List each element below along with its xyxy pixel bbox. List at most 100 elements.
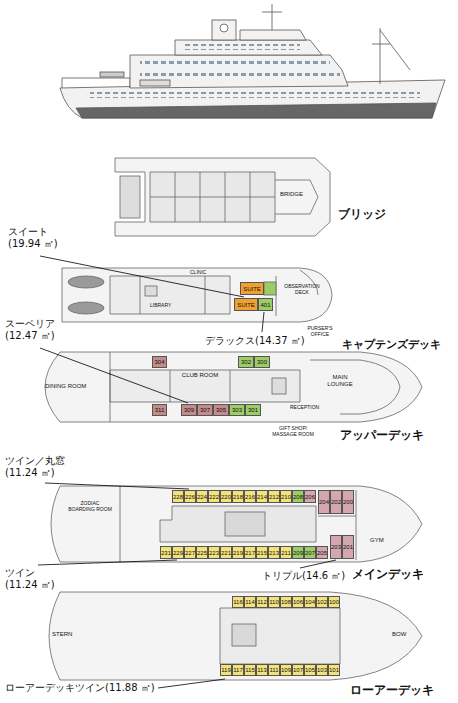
cabin-callout: ローアーデッキツイン(11.88 ㎡) xyxy=(5,682,155,694)
cabin-box: 201 xyxy=(342,535,354,559)
cabin-box: 301 xyxy=(245,404,261,416)
ship-line xyxy=(150,172,275,222)
ship-line xyxy=(130,55,348,88)
cabin-box: 311 xyxy=(152,404,167,416)
cabin-number: 302 xyxy=(241,359,251,365)
cabin-number: 222 xyxy=(209,494,219,500)
cabin-number: 307 xyxy=(200,407,210,413)
cabin-number: 217 xyxy=(245,550,255,556)
cabin-box: 202 xyxy=(330,490,342,514)
ship-line xyxy=(68,302,104,314)
cabin-box: 309 xyxy=(181,404,197,416)
ship-line xyxy=(45,352,422,422)
cabin-box: 229 xyxy=(172,546,184,559)
cabin-box: 209 xyxy=(292,546,304,559)
cabin-callout: スイート (19.94 ㎡) xyxy=(8,226,66,250)
ship-line xyxy=(115,158,330,236)
ship-line xyxy=(160,506,316,542)
ship-line xyxy=(275,180,318,214)
cabin-box: 228 xyxy=(172,490,184,503)
ship-line xyxy=(318,490,356,560)
cabin-box: 117 xyxy=(232,664,244,676)
cabin-box: 113 xyxy=(256,664,268,676)
cabin-box: 115 xyxy=(244,664,256,676)
cabin-box: 112 xyxy=(256,596,268,608)
cabin-box: 221 xyxy=(220,546,232,559)
cabin-number: 223 xyxy=(209,550,219,556)
cabin-number: 215 xyxy=(257,550,267,556)
cabin-callout: デラックス(14.37 ㎡) xyxy=(205,335,305,347)
cabin-box: 102 xyxy=(316,596,328,608)
cabin-number: 210 xyxy=(281,494,291,500)
cabin-number: 220 xyxy=(221,494,231,500)
room-label: DINING ROOM xyxy=(45,383,86,390)
ship-profile xyxy=(60,4,445,118)
ship-line xyxy=(40,348,188,403)
cabin-number: 225 xyxy=(197,550,207,556)
ship-line xyxy=(310,360,400,414)
cabin-box: 213 xyxy=(268,546,280,559)
cabin-box: 304 xyxy=(152,356,167,368)
cabin-number: 211 xyxy=(281,550,291,556)
cabin-box: 106 xyxy=(292,596,304,608)
cabin-number: 119 xyxy=(221,667,231,673)
cabin-box: 104 xyxy=(304,596,316,608)
cabin-number: 114 xyxy=(245,599,255,605)
cabin-number: 304 xyxy=(154,359,164,365)
cabin-number: 208 xyxy=(293,494,303,500)
cabin-box: 103 xyxy=(316,664,328,676)
cabin-number: 305 xyxy=(216,407,226,413)
cabin-number: 110 xyxy=(269,599,279,605)
lower-deck xyxy=(49,592,422,680)
room-label: OBSERVATION DECK xyxy=(282,283,322,295)
ship-line xyxy=(45,483,189,489)
cabin-number: 216 xyxy=(245,494,255,500)
ship-line xyxy=(110,370,300,402)
cabin-callout: スーペリア (12.47 ㎡) xyxy=(5,318,67,342)
cabin-number: 109 xyxy=(281,667,291,673)
ship-line xyxy=(372,44,390,45)
cabin-box: 114 xyxy=(244,596,256,608)
cabin-number: 226 xyxy=(185,494,195,500)
room-label: BRIDGE xyxy=(280,191,303,198)
cabin-box: 105 xyxy=(304,664,316,676)
cabin-number: 205 xyxy=(317,550,327,556)
cabin-number: 401 xyxy=(260,302,270,308)
cabin-number: 214 xyxy=(257,494,267,500)
deck-name: ブリッジ xyxy=(338,207,386,221)
cabin-box: 225 xyxy=(196,546,208,559)
ship-line xyxy=(272,378,286,394)
cabin-number: 229 xyxy=(173,550,183,556)
ship-line xyxy=(232,624,256,646)
ship-line xyxy=(264,282,276,295)
ship-line xyxy=(49,592,422,680)
ship-line xyxy=(120,176,140,218)
ship-line xyxy=(145,286,157,296)
cabin-number: 231 xyxy=(161,550,171,556)
cabin-number: 228 xyxy=(173,494,183,500)
cabin-box: 107 xyxy=(292,664,304,676)
cabin-number: 115 xyxy=(245,667,255,673)
deck-name: ローアーデッキ xyxy=(350,683,434,697)
room-label: CLINIC xyxy=(190,269,206,275)
cabin-box: 119 xyxy=(220,664,232,676)
ship-line xyxy=(262,312,264,332)
cabin-number: 311 xyxy=(155,407,165,413)
leader-lines xyxy=(38,256,336,688)
room-label: CLUB ROOM xyxy=(180,372,220,379)
ship-line xyxy=(100,72,124,77)
cabin-number: 112 xyxy=(257,599,267,605)
cabin-box: 217 xyxy=(244,546,256,559)
cabin-number: 209 xyxy=(293,550,303,556)
cabin-number: 105 xyxy=(305,667,315,673)
cabin-box: 205 xyxy=(316,546,328,559)
ship-line xyxy=(185,44,300,50)
ship-line xyxy=(240,30,306,40)
cabin-callout: ツイン (11.24 ㎡) xyxy=(5,567,55,591)
cabin-box: 226 xyxy=(184,490,196,503)
cabin-box: 401 xyxy=(258,298,273,311)
cabin-box: 223 xyxy=(208,546,220,559)
cabin-number: 212 xyxy=(269,494,279,500)
